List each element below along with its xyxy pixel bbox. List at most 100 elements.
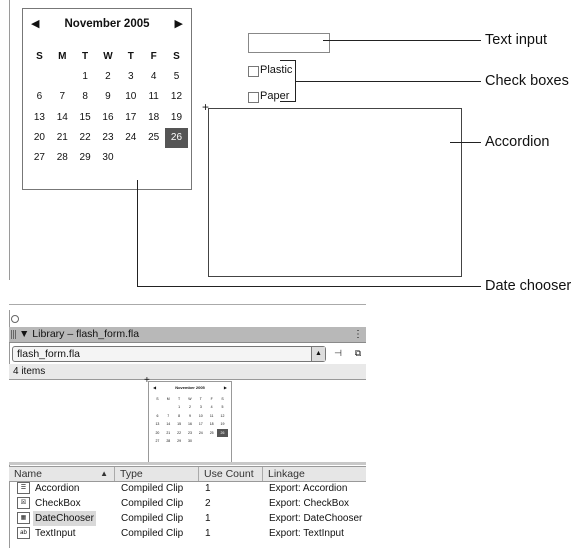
preview-day-cell: 16	[188, 422, 192, 427]
day-cell[interactable]: 17	[125, 111, 137, 123]
day-cell	[28, 67, 51, 87]
preview-day-cell	[206, 437, 217, 445]
day-cell[interactable]: 7	[59, 91, 66, 103]
date-chooser-leader-vertical	[137, 180, 138, 286]
column-type-label: Type	[120, 468, 143, 480]
row-use-count: 1	[205, 528, 211, 539]
text-input-callout: Text input	[485, 32, 548, 48]
row-name: Accordion	[35, 483, 80, 494]
preview-crosshair-icon: +	[144, 375, 150, 386]
week-row: 20 21 22 23 24 25 26	[28, 127, 188, 148]
preview-day-of-week-label: F	[210, 397, 213, 401]
day-cell[interactable]: 29	[79, 151, 91, 163]
preview-day-cell: 3	[199, 405, 202, 410]
day-cell[interactable]: 3	[128, 71, 134, 83]
select-arrows-icon[interactable]: ▲	[311, 347, 325, 361]
day-cell[interactable]: 10	[125, 91, 137, 103]
selected-day[interactable]: 26	[165, 127, 188, 148]
library-row-datechooser[interactable]: ▦ DateChooser Compiled Clip 1 Export: Da…	[9, 511, 366, 526]
library-titlebar[interactable]: ▼ Library – flash_form.fla ⋮	[9, 327, 366, 343]
row-name: DateChooser	[33, 511, 96, 526]
day-cell[interactable]: 22	[79, 131, 91, 143]
row-type: Compiled Clip	[121, 498, 184, 509]
day-cell	[51, 67, 74, 87]
day-cell[interactable]: 5	[173, 71, 180, 83]
check-boxes-callout: Check boxes	[485, 73, 569, 89]
sort-ascending-icon[interactable]: ▲	[100, 469, 108, 478]
date-chooser-leader	[137, 286, 481, 287]
accordion[interactable]	[208, 108, 462, 277]
week-row: 27 28 29 30	[28, 148, 188, 168]
panel-menu-icon[interactable]: ⋮	[353, 329, 363, 340]
day-cell[interactable]: 25	[148, 131, 160, 143]
preview-day-of-week-label: T	[178, 397, 181, 401]
day-cell[interactable]: 1	[82, 71, 88, 83]
pin-library-icon[interactable]: ⊣	[334, 348, 342, 358]
textinput-component-icon: ab	[17, 527, 30, 539]
day-cell[interactable]: 9	[105, 91, 111, 103]
preview-day-cell: 30	[188, 438, 192, 443]
day-cell[interactable]: 13	[33, 111, 45, 123]
preview-day-cell: 23	[188, 430, 192, 435]
day-cell[interactable]: 11	[148, 91, 159, 103]
library-count-bar: 4 items	[9, 364, 366, 380]
panel-grip-icon[interactable]	[11, 330, 16, 339]
day-of-week-label: S	[173, 51, 180, 62]
preview-day-cell: 21	[166, 430, 171, 435]
plastic-checkbox[interactable]	[248, 66, 259, 77]
next-month-arrow-icon[interactable]: ▶	[174, 18, 183, 30]
day-cell[interactable]: 24	[125, 131, 137, 143]
accordion-component-icon: ☰	[17, 482, 30, 494]
day-cell[interactable]: 28	[56, 151, 68, 163]
day-cell[interactable]: 14	[56, 111, 68, 123]
library-title[interactable]: ▼ Library – flash_form.fla	[19, 328, 140, 340]
preview-splitter[interactable]	[9, 462, 366, 465]
day-cell[interactable]: 12	[170, 91, 183, 103]
column-linkage[interactable]: Linkage	[263, 467, 366, 481]
day-cell[interactable]: 8	[82, 91, 88, 103]
prev-month-arrow-icon[interactable]: ◀	[31, 18, 40, 30]
day-cell[interactable]: 6	[36, 91, 43, 103]
library-row-accordion[interactable]: ☰ Accordion Compiled Clip 1 Export: Acco…	[9, 481, 366, 496]
library-row-textinput[interactable]: ab TextInput Compiled Clip 1 Export: Tex…	[9, 526, 366, 541]
library-row-checkbox[interactable]: ☒ CheckBox Compiled Clip 2 Export: Check…	[9, 496, 366, 511]
day-cell[interactable]: 30	[102, 151, 114, 163]
column-use-count[interactable]: Use Count	[199, 467, 263, 481]
day-of-week-label: T	[127, 51, 134, 62]
column-linkage-label: Linkage	[268, 468, 305, 480]
day-cell[interactable]: 27	[33, 151, 45, 163]
paper-checkbox[interactable]	[248, 92, 259, 103]
day-cell[interactable]: 4	[150, 71, 157, 83]
preview-day-of-week-label: W	[188, 397, 192, 401]
day-of-week-label: F	[150, 51, 157, 62]
preview-day-cell: 19	[220, 422, 225, 427]
preview-month-label: November 2005	[175, 385, 205, 390]
date-chooser-header: ◀ November 2005 ▶	[23, 16, 191, 32]
column-use-count-label: Use Count	[204, 468, 254, 480]
row-linkage: Export: Accordion	[269, 483, 348, 494]
day-cell[interactable]: 16	[102, 111, 114, 123]
day-cell[interactable]: 21	[56, 131, 68, 143]
column-name[interactable]: Name ▲	[9, 467, 115, 481]
day-cell[interactable]: 19	[170, 111, 183, 123]
text-input[interactable]	[248, 33, 330, 53]
week-row: 13 14 15 16 17 18 19	[28, 108, 188, 128]
panel-dock-circle-icon[interactable]	[11, 315, 19, 323]
library-document-select[interactable]: flash_form.fla ▲	[12, 346, 326, 362]
preview-day-cell	[217, 437, 228, 445]
new-library-panel-icon[interactable]: ⧉	[354, 348, 362, 358]
preview-day-of-week-label: S	[156, 397, 159, 401]
day-cell[interactable]: 15	[79, 111, 91, 123]
preview-day-cell: 1	[178, 405, 181, 410]
date-chooser-callout: Date chooser	[485, 278, 572, 294]
column-type[interactable]: Type	[115, 467, 199, 481]
day-cell[interactable]: 18	[148, 111, 160, 123]
day-cell[interactable]: 2	[105, 71, 111, 83]
day-cell[interactable]: 23	[102, 131, 114, 143]
day-cell[interactable]: 20	[33, 131, 45, 143]
